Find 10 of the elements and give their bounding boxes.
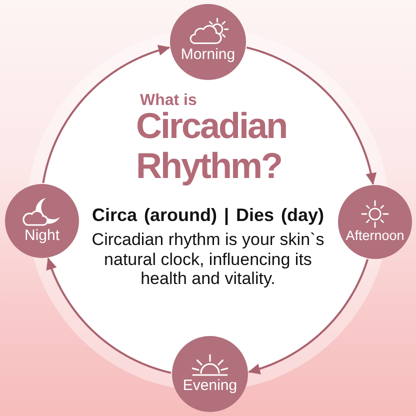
phase-label: Afternoon xyxy=(346,229,404,244)
phase-label: Night xyxy=(24,228,60,245)
subheading: Circa (around) | Dies (day) xyxy=(90,204,326,226)
description: Circadian rhythm is your skin`s natural clock, influencing its health and vitality. xyxy=(90,230,326,288)
arrow xyxy=(246,46,377,185)
arrow xyxy=(46,258,172,374)
arrow xyxy=(42,44,170,184)
phase-label: Morning xyxy=(180,47,236,64)
arrow xyxy=(248,259,368,374)
phase-label: Evening xyxy=(182,378,238,395)
